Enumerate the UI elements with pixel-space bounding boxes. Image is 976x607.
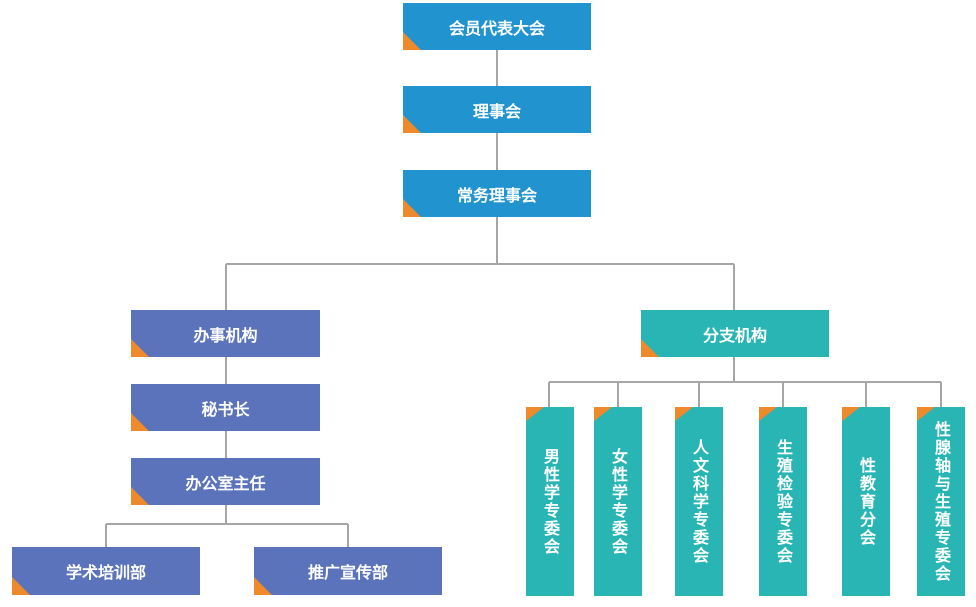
office-director-label: 办公室主任 xyxy=(185,473,266,493)
committee-label: 人文科学专委会 xyxy=(690,438,709,565)
secretary-general-label: 秘书长 xyxy=(201,399,250,419)
council-box: 理事会 xyxy=(403,86,591,133)
orange-corner-accent xyxy=(131,413,149,431)
committee-label: 男性学专委会 xyxy=(541,447,560,556)
committee-box: 人文科学专委会 xyxy=(675,407,723,596)
orange-corner-accent xyxy=(842,407,860,421)
committee-label: 生殖检验专委会 xyxy=(774,438,793,565)
standing-council-label: 常务理事会 xyxy=(456,185,537,205)
committee-box: 性腺轴与生殖专委会 xyxy=(917,407,965,596)
orange-corner-accent xyxy=(131,339,149,357)
branches-label: 分支机构 xyxy=(702,325,767,345)
secretary-general-box: 秘书长 xyxy=(131,384,320,431)
committee-label: 女性学专委会 xyxy=(609,447,628,556)
orange-corner-accent xyxy=(526,407,544,421)
promotion-dept-label: 推广宣传部 xyxy=(307,563,388,582)
academic-training-dept-box: 学术培训部 xyxy=(12,547,200,595)
orange-corner-accent xyxy=(759,407,777,421)
committee-label: 性腺轴与生殖专委会 xyxy=(932,420,951,583)
orange-corner-accent xyxy=(641,339,659,357)
promotion-dept-box: 推广宣传部 xyxy=(254,547,442,595)
branches-box: 分支机构 xyxy=(641,310,829,357)
member-congress-box: 会员代表大会 xyxy=(403,3,591,50)
standing-council-box: 常务理事会 xyxy=(403,170,591,217)
committee-box: 男性学专委会 xyxy=(526,407,574,596)
orange-corner-accent xyxy=(594,407,612,421)
orange-corner-accent xyxy=(917,407,935,421)
council-label: 理事会 xyxy=(472,101,521,121)
committee-box: 性教育分会 xyxy=(842,407,890,596)
office-director-box: 办公室主任 xyxy=(131,458,320,505)
orange-corner-accent xyxy=(403,115,421,133)
committee-label: 性教育分会 xyxy=(857,456,876,547)
committee-box: 女性学专委会 xyxy=(594,407,642,596)
orange-corner-accent xyxy=(675,407,693,421)
orange-corner-accent xyxy=(254,577,272,595)
office-label: 办事机构 xyxy=(193,325,258,345)
academic-training-dept-label: 学术培训部 xyxy=(65,563,146,582)
member-congress-label: 会员代表大会 xyxy=(448,18,545,38)
orange-corner-accent xyxy=(403,32,421,50)
committee-box: 生殖检验专委会 xyxy=(759,407,807,596)
orange-corner-accent xyxy=(403,199,421,217)
orange-corner-accent xyxy=(12,577,30,595)
orange-corner-accent xyxy=(131,487,149,505)
office-box: 办事机构 xyxy=(131,310,320,357)
